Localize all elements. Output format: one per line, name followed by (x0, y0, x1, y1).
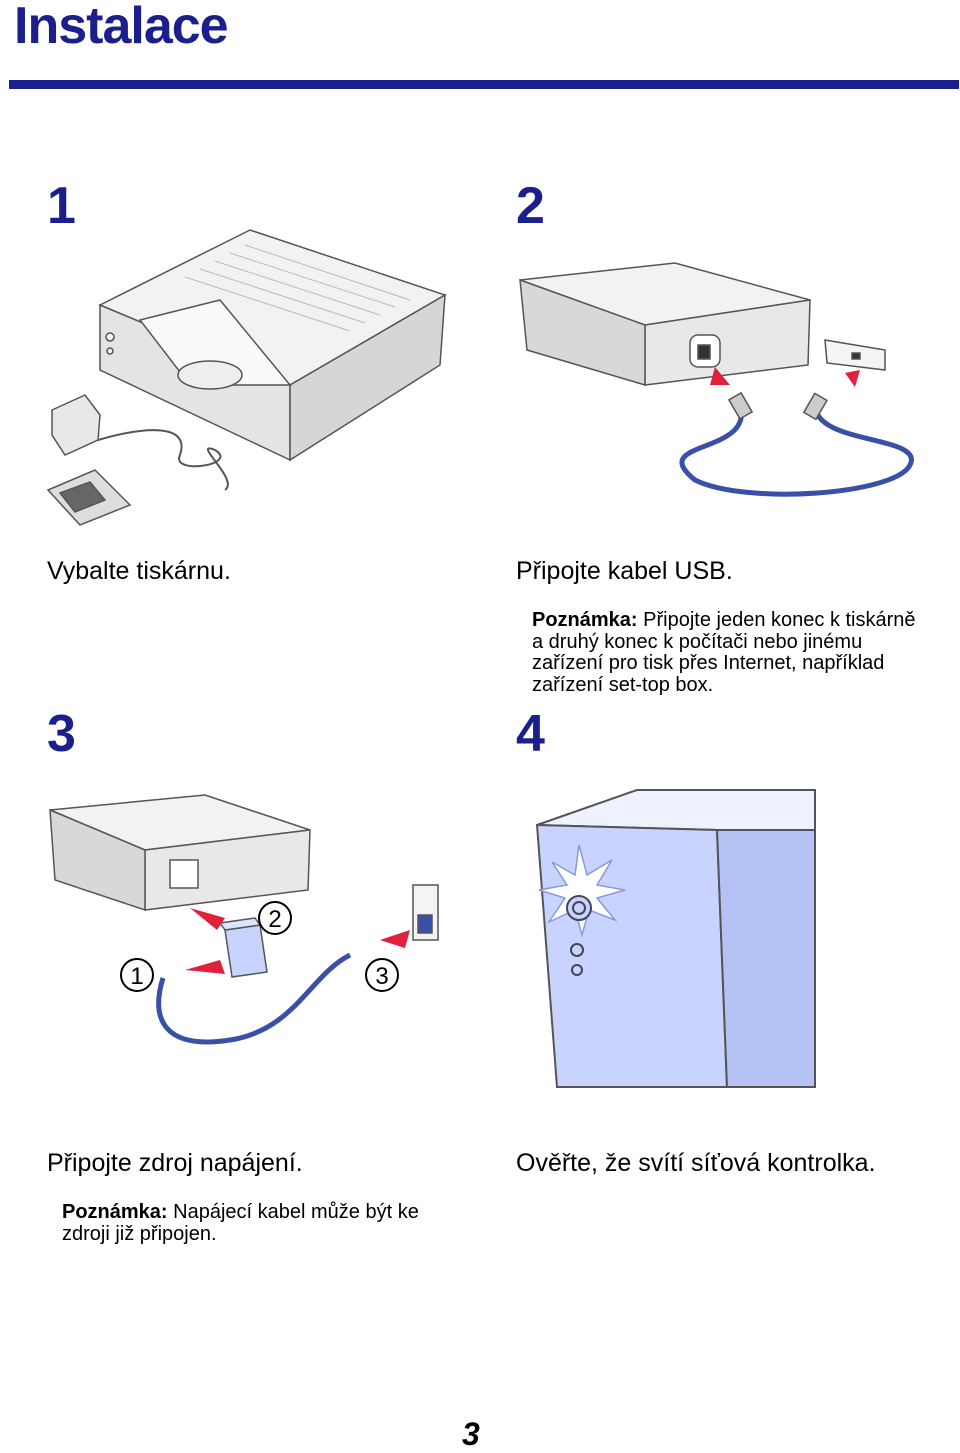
step-1-caption: Vybalte tiskárnu. (47, 557, 231, 585)
callout-badges: 2 1 3 (120, 901, 399, 992)
note-label: Poznámka: (532, 609, 638, 631)
note-text: Připojte jeden konec k tiskárně a druhý … (532, 609, 916, 696)
power-adapter-icon (51, 394, 101, 456)
power-adapter-icon (218, 917, 268, 978)
power-button-icon (566, 895, 592, 976)
page-title: Instalace (14, 0, 229, 55)
note-label: Poznámka: (62, 1201, 168, 1223)
usb-cable-icon (679, 404, 914, 497)
step-3-caption: Připojte zdroj napájení. (47, 1149, 303, 1177)
note-text: Napájecí kabel může být ke zdroji již př… (62, 1201, 419, 1245)
printer-front-panel-icon (535, 789, 816, 1088)
step-3-note: Poznámka: Napájecí kabel může být ke zdr… (62, 1201, 442, 1245)
printer-rear-icon (519, 262, 811, 387)
callout-2: 2 (268, 906, 281, 933)
callout-3: 3 (375, 963, 388, 990)
step-2-caption: Připojte kabel USB. (516, 557, 733, 585)
wall-outlet-icon (412, 884, 439, 941)
step-3-illustration: 2 1 3 (49, 794, 439, 1045)
title-rule (9, 80, 959, 89)
arrow-icon (710, 367, 860, 387)
step-4-number: 4 (516, 705, 545, 763)
step-1-illustration (46, 229, 447, 526)
power-cord-icon (97, 429, 229, 491)
ink-cartridge-pack-icon (46, 469, 132, 526)
step-2-illustration (519, 262, 914, 497)
usb-port-icon (824, 339, 886, 371)
step-4-caption: Ověřte, že svítí síťová kontrolka. (516, 1149, 876, 1177)
power-cable-icon (156, 952, 352, 1045)
step-4-illustration (535, 789, 816, 1088)
step-2-number: 2 (516, 177, 545, 235)
callout-1: 1 (130, 963, 143, 990)
printer-icon (98, 229, 447, 462)
printer-rear-icon (49, 794, 311, 912)
step-1-number: 1 (47, 177, 76, 235)
step-3-number: 3 (47, 705, 76, 763)
power-light-glow-icon (538, 844, 626, 938)
arrow-icon (185, 908, 410, 974)
step-2-note: Poznámka: Připojte jeden konec k tiskárn… (532, 609, 932, 696)
page-number: 3 (462, 1416, 480, 1452)
